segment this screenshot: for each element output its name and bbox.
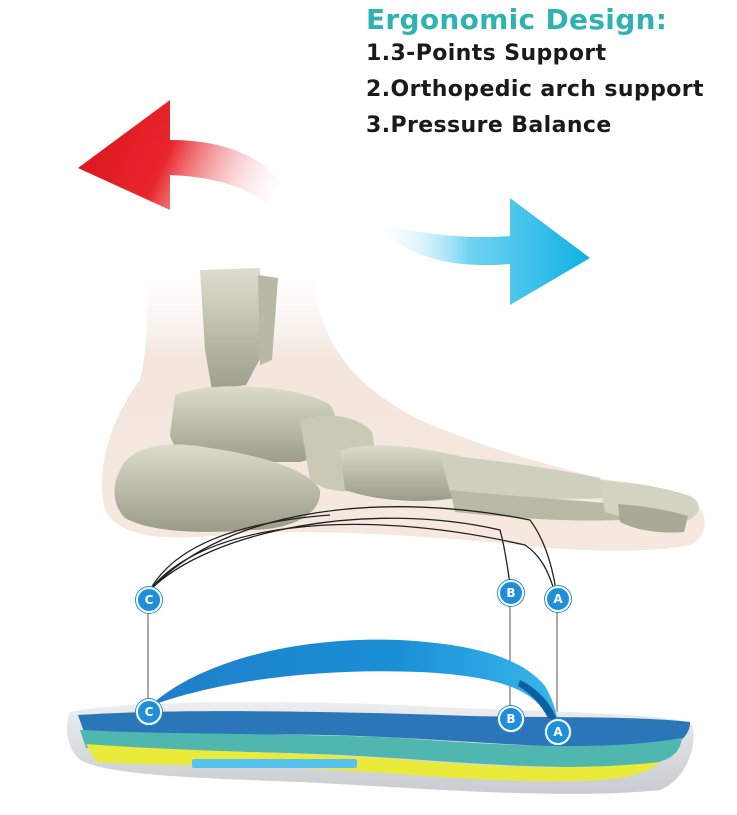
- support-connector-arcs: [149, 506, 557, 591]
- foot-point-b-badge: B: [498, 580, 524, 606]
- feature-three-points-support: 1.3-Points Support: [366, 41, 607, 66]
- page-title: Ergonomic Design:: [366, 3, 668, 36]
- insole-point-a-badge: A: [545, 719, 571, 745]
- insole-point-b-badge: B: [498, 706, 524, 732]
- blue-curved-arrow-icon: [372, 198, 590, 305]
- foot-point-a-badge: A: [545, 586, 571, 612]
- insole-illustration: [66, 639, 694, 794]
- support-guide-lines: [147, 604, 558, 720]
- feature-pressure-balance: 3.Pressure Balance: [366, 113, 612, 138]
- feature-orthopedic-arch-support: 2.Orthopedic arch support: [366, 77, 704, 102]
- foot-point-c-badge: C: [136, 587, 162, 613]
- red-curved-arrow-icon: [78, 100, 310, 255]
- insole-point-c-badge: C: [136, 699, 162, 725]
- foot-skeleton-illustration: [101, 253, 705, 551]
